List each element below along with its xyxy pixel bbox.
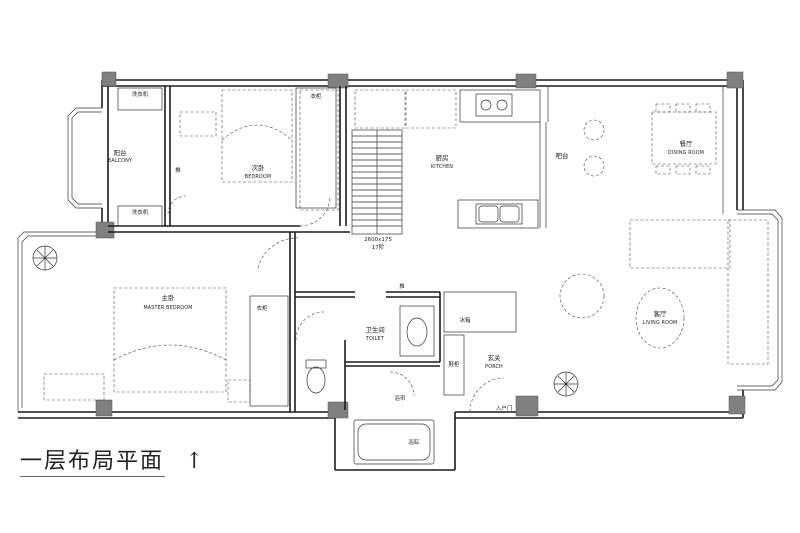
label-bar: 吧台 [556, 151, 569, 160]
label-balcony-en: BALCONY [108, 158, 132, 164]
fixture-labels: 洗衣机 洗衣机 衣柜 衣柜 推 推 冰箱 鞋柜 浴帘 浴缸 入户门 2600x1… [132, 90, 513, 446]
door-swings [167, 195, 505, 413]
label-shoe-cabinet: 鞋柜 [448, 360, 460, 368]
label-dining: 餐厅 [680, 139, 694, 148]
plant-decoration-icon [32, 245, 579, 397]
label-stair-note: 2600x175 [364, 237, 392, 243]
label-kitchen: 厨房 [436, 153, 449, 162]
north-arrow-icon: ↑ [185, 449, 206, 474]
plan-title: 一层布局平面 ↑ [20, 443, 206, 477]
plan-title-text: 一层布局平面 [20, 449, 165, 474]
label-kitchen-en: KITCHEN [431, 164, 453, 170]
label-push: 推 [175, 166, 181, 174]
interior-walls [108, 86, 724, 412]
label-balcony: 阳台 [114, 148, 127, 157]
label-master-bedroom: 主卧 [162, 293, 176, 302]
label-stair-steps: 17阶 [372, 243, 385, 251]
label-push-toilet: 推 [399, 282, 405, 290]
furniture [43, 87, 769, 465]
label-wardrobe-master: 衣柜 [256, 304, 268, 312]
label-washer: 洗衣机 [132, 90, 149, 98]
label-toilet: 卫生间 [365, 325, 385, 334]
label-toilet-en: TOILET [365, 336, 384, 342]
structural-columns [95, 71, 746, 419]
label-master-bedroom-en: MASTER BEDROOM [143, 305, 192, 311]
label-porch-en: PORCH [485, 364, 503, 370]
label-fridge: 冰箱 [459, 316, 471, 324]
label-bathtub: 浴缸 [408, 438, 420, 446]
room-labels: 阳台 BALCONY 次卧 BEDROOM 厨房 KITCHEN 吧台 餐厅 D… [108, 139, 704, 370]
label-living: 客厅 [654, 309, 668, 318]
label-second-bedroom: 次卧 [252, 163, 266, 172]
label-porch: 玄关 [488, 353, 502, 362]
label-dryer: 洗衣机 [132, 208, 149, 216]
label-wardrobe-top: 衣柜 [310, 92, 322, 100]
label-living-en: LIVING ROOM [643, 320, 678, 326]
label-dining-en: DINING ROOM [668, 150, 704, 156]
label-entrance: 入户门 [496, 404, 513, 412]
label-second-bedroom-en: BEDROOM [245, 174, 271, 180]
staircase [299, 89, 457, 235]
label-shower-curtain: 浴帘 [394, 394, 406, 402]
outer-walls [17, 79, 783, 471]
